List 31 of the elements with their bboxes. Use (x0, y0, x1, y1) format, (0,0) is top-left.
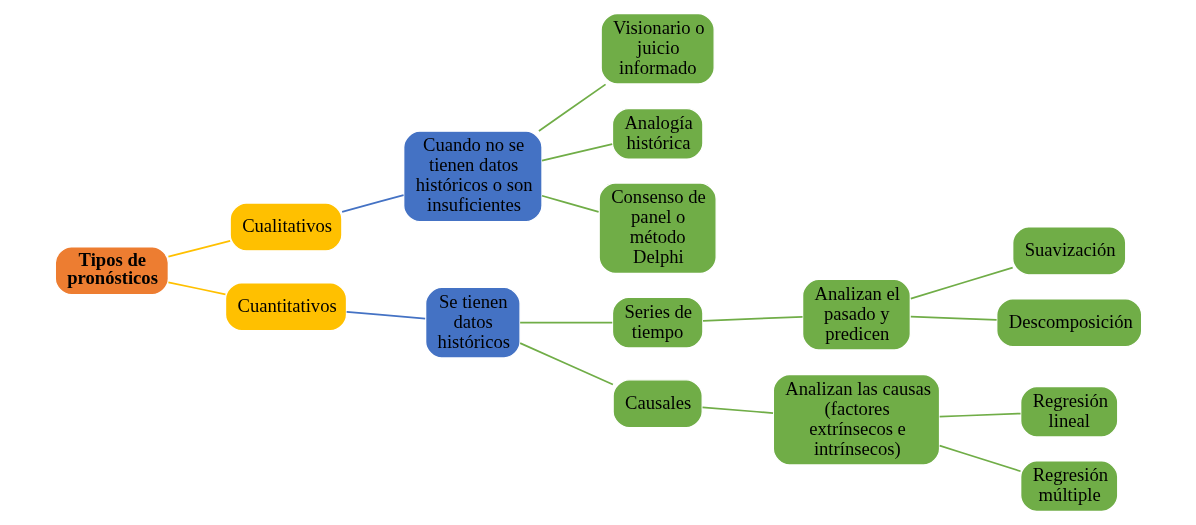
node-box: Analizan las causas (factores extrínsecos e intrínsecos) (772, 373, 940, 466)
node-box: Tipos de pronósticos (54, 246, 169, 296)
node-box: Consenso de panel o método Delphi (598, 182, 717, 275)
node-box: Causales (611, 379, 703, 429)
connector (909, 266, 1014, 300)
connector (909, 315, 997, 321)
node-box: Cuantitativos (224, 282, 347, 332)
node-box: Analizan el pasado y predicen (801, 278, 911, 351)
node-box: Suavización (1011, 226, 1126, 276)
node-box: Analogía histórica (611, 107, 704, 160)
node-box: Cuando no se tienen datos históricos o son insuficientes (402, 130, 543, 223)
connector (938, 412, 1021, 418)
connector (518, 342, 614, 386)
connector (345, 311, 426, 320)
node-box: Se tienen datos históricos (424, 286, 521, 359)
connector (167, 240, 231, 258)
node-box: Descomposición (995, 298, 1142, 348)
connector (701, 406, 774, 414)
node-box: Regresión lineal (1019, 385, 1118, 438)
node-box: Series de tiempo (611, 296, 704, 349)
node-box: Cualitativos (229, 202, 343, 252)
connector (518, 321, 613, 324)
connector (540, 194, 599, 213)
node-box: Regresión múltiple (1019, 460, 1118, 513)
connector (938, 444, 1021, 473)
connector (537, 83, 606, 132)
connector (167, 281, 226, 296)
connector (540, 143, 613, 162)
node-box: Visionario o juicio informado (600, 12, 715, 85)
connector (701, 315, 803, 322)
connector (340, 194, 404, 213)
